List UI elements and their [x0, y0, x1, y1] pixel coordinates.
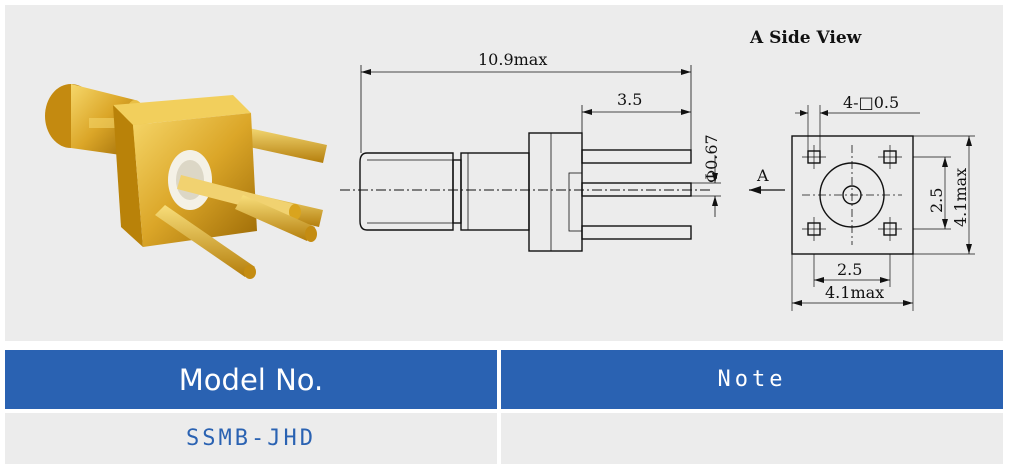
side-view-drawing — [791, 105, 975, 311]
header-note: Note — [501, 350, 1003, 409]
dim-pitch-horizontal: 2.5 — [837, 260, 862, 279]
dim-pitch-vertical: 2.5 — [927, 188, 946, 213]
dim-pin-square: 4-□0.5 — [843, 93, 899, 112]
dim-pin-diameter: Φ0.67 — [702, 134, 721, 183]
view-direction-arrow — [749, 186, 785, 194]
dim-pin-length: 3.5 — [617, 90, 642, 109]
side-elevation-drawing — [340, 65, 721, 252]
drawing-panel: 10.9max 3.5 Φ0.67 A A Side View — [5, 5, 1003, 341]
header-model-no: Model No. — [5, 350, 497, 409]
technical-drawing: 10.9max 3.5 Φ0.67 A A Side View — [45, 28, 975, 311]
note-value — [501, 413, 1003, 464]
dim-overall-length: 10.9max — [478, 50, 547, 69]
dim-height-vertical: 4.1max — [951, 168, 970, 227]
side-view-title: A Side View — [749, 28, 862, 48]
connector-pin — [231, 125, 327, 163]
dim-width-horizontal: 4.1max — [825, 283, 884, 302]
view-arrow-label: A — [756, 166, 769, 185]
connector-product-image — [45, 84, 327, 279]
connector-pin — [235, 195, 317, 242]
connector-pin — [155, 205, 256, 279]
model-value: SSMB-JHD — [5, 413, 497, 464]
